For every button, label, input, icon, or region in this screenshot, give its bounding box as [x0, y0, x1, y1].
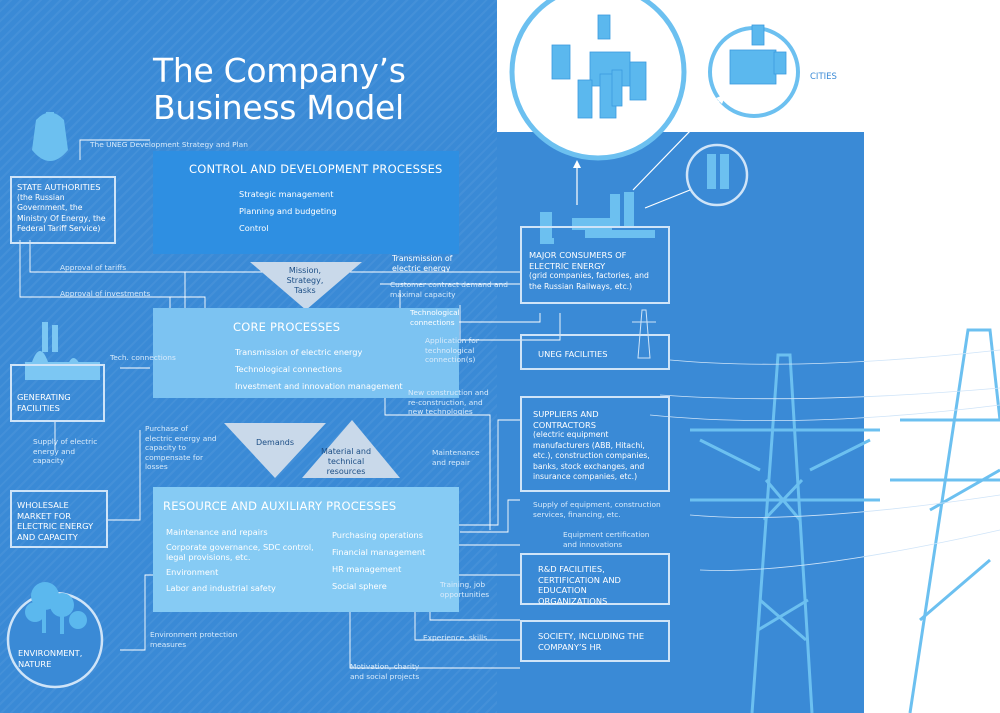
control-item: Strategic management [239, 189, 334, 199]
resource-item: HR management [332, 564, 402, 574]
flow-label-tariffs: Approval of tariffs [60, 263, 127, 272]
flow-label-strategy: The UNEG Development Strategy and Plan [90, 140, 248, 149]
triangle-demands [224, 423, 326, 478]
resource-item: Corporate governance, SDC control, legal… [166, 541, 314, 563]
core-title: CORE PROCESSES [233, 320, 341, 334]
society-box: SOCIETY, INCLUDING THE COMPANY’S HR [520, 620, 670, 662]
flow-label-supply: Supply of electric energy and capacity [33, 437, 98, 465]
resource-right-items: Purchasing operations Financial manageme… [332, 527, 452, 595]
power-lines [649, 349, 1000, 571]
core-item: Investment and innovation management [235, 381, 403, 391]
state-emblem-icon [32, 112, 68, 161]
core-item: Technological connections [235, 364, 343, 374]
control-processes-box: CONTROL AND DEVELOPMENT PROCESSES Strate… [153, 151, 459, 254]
control-item: Control [239, 223, 269, 233]
resource-title: RESOURCE AND AUXILIARY PROCESSES [163, 499, 397, 513]
city-building-small-icon [729, 24, 787, 85]
core-processes-box: CORE PROCESSES Transmission of electric … [153, 308, 459, 398]
diagram-background-right [497, 132, 864, 713]
flow-label-env: Environment protection measures [150, 630, 238, 649]
flow-label-contract: Customer contract demand and maximal cap… [390, 280, 508, 299]
flow-label-application: Application for technological connection… [425, 336, 479, 364]
major-consumers-box: MAJOR CONSUMERS OF ELECTRIC ENERGY (grid… [520, 226, 670, 304]
trees-icon [25, 582, 87, 634]
resource-item: Environment [166, 566, 219, 577]
small-pylon-icon [632, 309, 656, 359]
resource-item: Social sphere [332, 581, 387, 591]
flow-label-certification: Equipment certification and innovations [563, 530, 650, 549]
flow-label-transmission: Transmission of electric energy [392, 254, 453, 273]
cities-label: CITIES [810, 72, 837, 82]
state-authorities-box: STATE AUTHORITIES (the Russian Governmen… [10, 176, 116, 244]
uneg-facilities-box: UNEG FACILITIES [520, 334, 670, 370]
flow-label-technological: Technological connections [410, 308, 460, 327]
city-buildings-icon [551, 14, 647, 119]
material-label: Material and technical resources [320, 447, 372, 476]
demands-label: Demands [255, 438, 295, 447]
flow-label-new-construction: New construction and re-construction, an… [408, 388, 489, 416]
generating-plant-icon [25, 322, 100, 380]
power-pylon-icon [690, 328, 1000, 713]
page-title: The Company’s Business Model [153, 51, 406, 127]
flow-label-motivation: Motivation, charity and social projects [350, 662, 420, 681]
generating-facilities-box: GENERATING FACILITIES [10, 364, 105, 422]
triangle-material [302, 420, 400, 478]
resource-item: Purchasing operations [332, 530, 423, 540]
resource-processes-box: RESOURCE AND AUXILIARY PROCESSES [153, 487, 459, 612]
control-title: CONTROL AND DEVELOPMENT PROCESSES [189, 162, 443, 176]
resource-item: Labor and industrial safety [166, 583, 276, 593]
control-item: Planning and budgeting [239, 206, 337, 216]
flow-label-supply-equipment: Supply of equipment, construction servic… [533, 500, 661, 519]
factory-mini-icon [707, 154, 729, 189]
rd-facilities-box: R&D FACILITIES, CERTIFICATION AND EDUCAT… [520, 553, 670, 606]
resource-item: Financial management [332, 547, 426, 557]
city-circle-mini [685, 143, 749, 207]
flow-label-maintenance: Maintenance and repair [432, 448, 480, 467]
flow-label-experience: Experience, skills [423, 633, 488, 642]
resource-left-items: Maintenance and repairs Corporate govern… [166, 527, 316, 594]
resource-item: Maintenance and repairs [166, 527, 268, 537]
flow-label-training: Training, job opportunities [440, 580, 490, 599]
core-item: Transmission of electric energy [235, 347, 363, 357]
mission-label: Mission, Strategy, Tasks [286, 266, 324, 295]
environment-label: ENVIRONMENT, NATURE [18, 648, 83, 669]
flow-label-tech-conn: Tech. connections [110, 353, 176, 362]
suppliers-box: SUPPLIERS AND CONTRACTORS (electric equi… [520, 396, 670, 492]
wholesale-market-box: WHOLESALE MARKET FOR ELECTRIC ENERGY AND… [10, 490, 108, 548]
triangle-mission [250, 262, 362, 310]
flow-label-investments: Approval of investments [60, 289, 151, 298]
flow-label-purchase: Purchase of electric energy and capacity… [145, 424, 217, 471]
